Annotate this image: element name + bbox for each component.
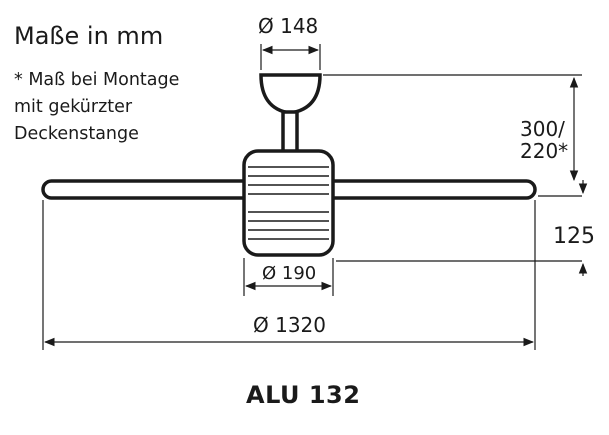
- note-line-2: mit gekürzter: [14, 97, 133, 117]
- rod-length-line-1: 300/: [520, 117, 565, 141]
- blade-span-label: Ø 1320: [253, 313, 326, 337]
- dim-canopy-148: [260, 44, 321, 70]
- right-blade: [322, 179, 537, 200]
- mounting-note: * Maß bei Montage mit gekürzter Deckenst…: [14, 67, 244, 148]
- rod-length-line-2: 220*: [520, 139, 569, 163]
- dim-span-1320: [42, 200, 536, 350]
- motor-housing: [242, 149, 335, 257]
- model-name: ALU 132: [246, 381, 361, 409]
- ceiling-canopy: [259, 73, 322, 115]
- body-height-label: 125: [553, 224, 595, 249]
- dim-body-190: [243, 258, 334, 296]
- note-line-3: Deckenstange: [14, 124, 139, 144]
- body-diameter-label: Ø 190: [262, 263, 317, 284]
- note-line-1: * Maß bei Montage: [14, 70, 180, 90]
- page-title: Maße in mm: [14, 22, 164, 50]
- down-rod: [281, 110, 299, 156]
- dim-height-125: [336, 180, 588, 276]
- canopy-diameter-label: Ø 148: [258, 14, 319, 38]
- left-blade: [41, 179, 257, 200]
- dim-rod-300: [323, 74, 582, 197]
- rod-length-label: 300/ 220*: [520, 118, 568, 162]
